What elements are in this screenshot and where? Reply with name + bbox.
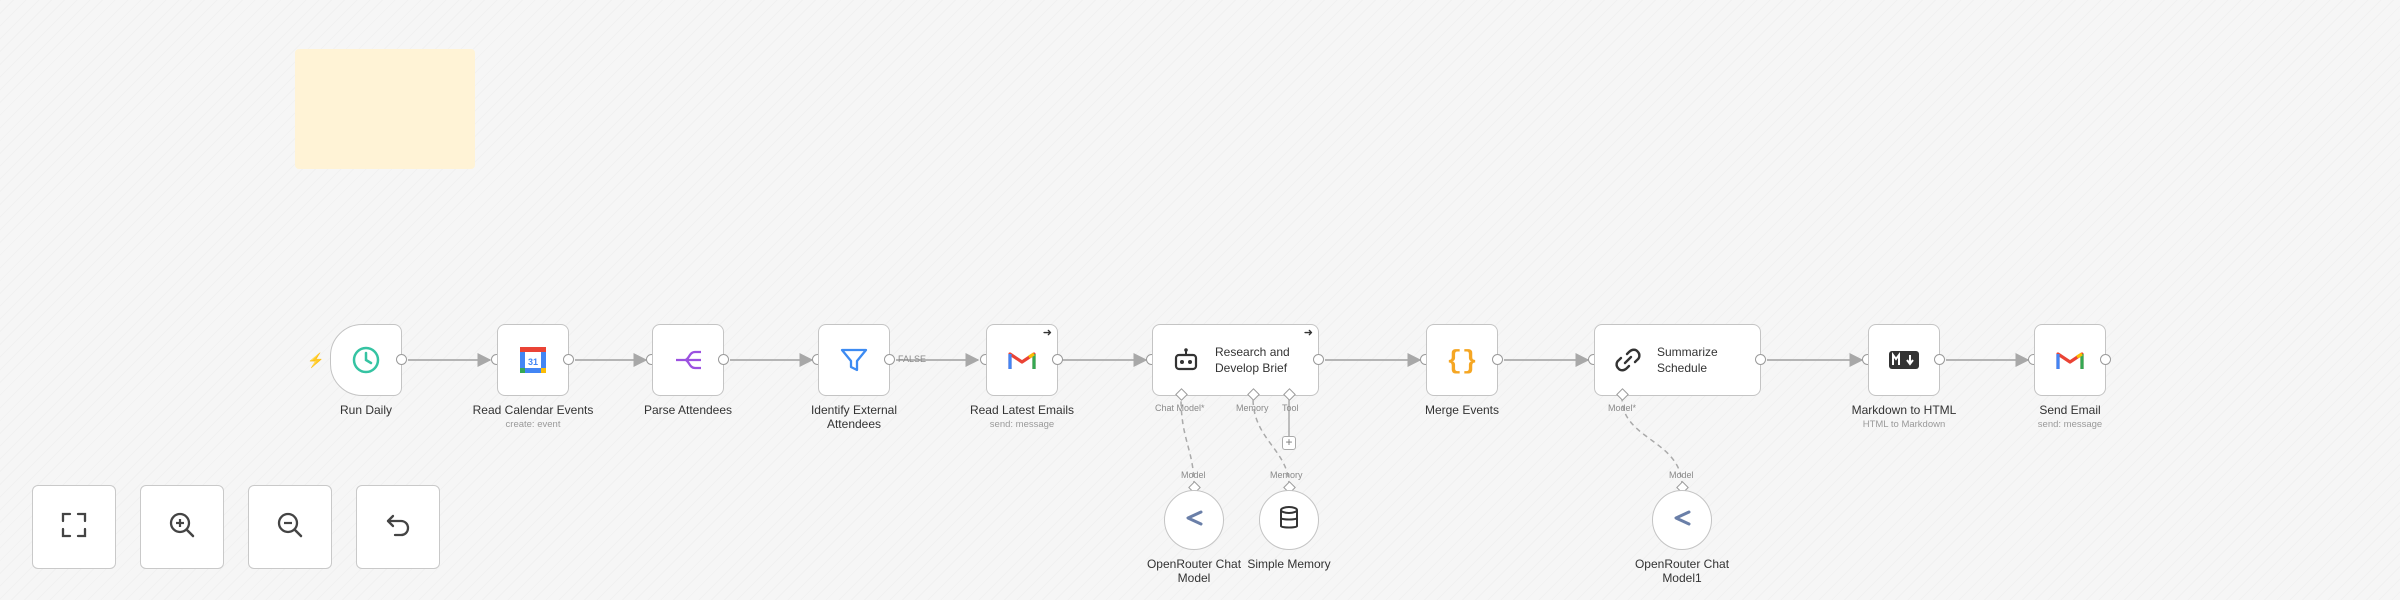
gmail-icon bbox=[1005, 343, 1039, 377]
database-icon bbox=[1277, 505, 1301, 536]
run-daily-output-handle[interactable] bbox=[396, 354, 407, 365]
parse-attendees-label: Parse Attendees bbox=[643, 403, 733, 417]
node-summarize-schedule[interactable]: Summarize Schedule bbox=[1594, 324, 1761, 396]
research-tool-label: Tool bbox=[1282, 403, 1299, 413]
summarize-output-handle[interactable] bbox=[1755, 354, 1766, 365]
identify-external-output-handle[interactable] bbox=[884, 354, 895, 365]
research-label: Research and Develop Brief bbox=[1215, 345, 1290, 375]
send-email-sublabel: send: message bbox=[2037, 419, 2103, 430]
openrouter1-label: OpenRouter Chat Model1 bbox=[1634, 557, 1730, 585]
trigger-bolt-icon: ⚡ bbox=[307, 352, 325, 368]
robot-icon bbox=[1169, 343, 1203, 377]
research-arrow-icon: ➜ bbox=[1303, 327, 1313, 339]
sticky-note[interactable] bbox=[295, 49, 475, 169]
google-calendar-icon: 31 bbox=[516, 343, 550, 377]
openrouter-output-label: Model bbox=[1181, 470, 1206, 480]
merge-events-output-handle[interactable] bbox=[1492, 354, 1503, 365]
summarize-model-label: Model* bbox=[1608, 403, 1637, 413]
node-markdown-to-html[interactable] bbox=[1868, 324, 1940, 396]
svg-text:31: 31 bbox=[528, 357, 538, 367]
research-memory-label: Memory bbox=[1236, 403, 1269, 413]
read-emails-sublabel: send: message bbox=[989, 419, 1055, 430]
simple-memory-output-label: Memory bbox=[1270, 470, 1303, 480]
connection-openrouter1-summarize bbox=[1621, 397, 1683, 487]
markdown-icon bbox=[1887, 343, 1921, 377]
node-send-email[interactable] bbox=[2034, 324, 2106, 396]
openrouter-icon bbox=[1181, 505, 1207, 536]
node-identify-external-attendees[interactable] bbox=[818, 324, 890, 396]
openrouter1-output-label: Model bbox=[1669, 470, 1694, 480]
node-read-calendar-events[interactable]: 31 bbox=[497, 324, 569, 396]
read-emails-label: Read Latest Emails bbox=[969, 403, 1075, 417]
read-emails-arrow-icon: ➜ bbox=[1042, 327, 1052, 339]
send-email-output-handle[interactable] bbox=[2100, 354, 2111, 365]
fit-view-button[interactable] bbox=[32, 485, 116, 569]
add-tool-button[interactable]: + bbox=[1282, 436, 1296, 450]
filter-icon bbox=[837, 343, 871, 377]
canvas-controls bbox=[32, 485, 440, 569]
node-simple-memory[interactable] bbox=[1259, 490, 1319, 550]
research-chat-model-label: Chat Model* bbox=[1155, 403, 1205, 413]
zoom-in-icon bbox=[167, 510, 197, 545]
zoom-out-icon bbox=[275, 510, 305, 545]
research-output-handle[interactable] bbox=[1313, 354, 1324, 365]
split-out-icon bbox=[671, 343, 705, 377]
node-merge-events[interactable]: {} bbox=[1426, 324, 1498, 396]
svg-text:{}: {} bbox=[1446, 346, 1477, 376]
connection-memory-research bbox=[1252, 397, 1290, 487]
chain-link-icon bbox=[1611, 343, 1645, 377]
node-research-and-develop-brief[interactable]: ➜ Research and Develop Brief bbox=[1152, 324, 1319, 396]
parse-attendees-output-handle[interactable] bbox=[718, 354, 729, 365]
merge-events-label: Merge Events bbox=[1424, 403, 1500, 417]
openrouter-icon bbox=[1669, 505, 1695, 536]
identify-external-output-label: FALSE bbox=[898, 354, 927, 364]
node-run-daily[interactable] bbox=[330, 324, 402, 396]
identify-external-label: Identify External Attendees bbox=[810, 403, 898, 431]
read-calendar-label: Read Calendar Events bbox=[472, 403, 594, 417]
connection-openrouter-research bbox=[1180, 397, 1195, 487]
zoom-in-button[interactable] bbox=[140, 485, 224, 569]
undo-button[interactable] bbox=[356, 485, 440, 569]
markdown-sublabel: HTML to Markdown bbox=[1862, 419, 1946, 430]
run-daily-label: Run Daily bbox=[339, 403, 393, 417]
node-openrouter-chat-model1[interactable] bbox=[1652, 490, 1712, 550]
zoom-out-button[interactable] bbox=[248, 485, 332, 569]
fit-view-icon bbox=[59, 510, 89, 545]
read-calendar-sublabel: create: event bbox=[505, 419, 561, 430]
node-parse-attendees[interactable] bbox=[652, 324, 724, 396]
send-email-label: Send Email bbox=[2039, 403, 2101, 417]
markdown-output-handle[interactable] bbox=[1934, 354, 1945, 365]
node-read-latest-emails[interactable]: ➜ bbox=[986, 324, 1058, 396]
summarize-label: Summarize Schedule bbox=[1657, 345, 1718, 375]
openrouter-label: OpenRouter Chat Model bbox=[1146, 557, 1242, 585]
clock-icon bbox=[349, 343, 383, 377]
markdown-label: Markdown to HTML bbox=[1851, 403, 1957, 417]
undo-icon bbox=[383, 510, 413, 545]
node-openrouter-chat-model[interactable] bbox=[1164, 490, 1224, 550]
code-braces-icon: {} bbox=[1445, 343, 1479, 377]
simple-memory-label: Simple Memory bbox=[1247, 557, 1331, 571]
read-calendar-output-handle[interactable] bbox=[563, 354, 574, 365]
read-emails-output-handle[interactable] bbox=[1052, 354, 1063, 365]
gmail-icon bbox=[2053, 343, 2087, 377]
